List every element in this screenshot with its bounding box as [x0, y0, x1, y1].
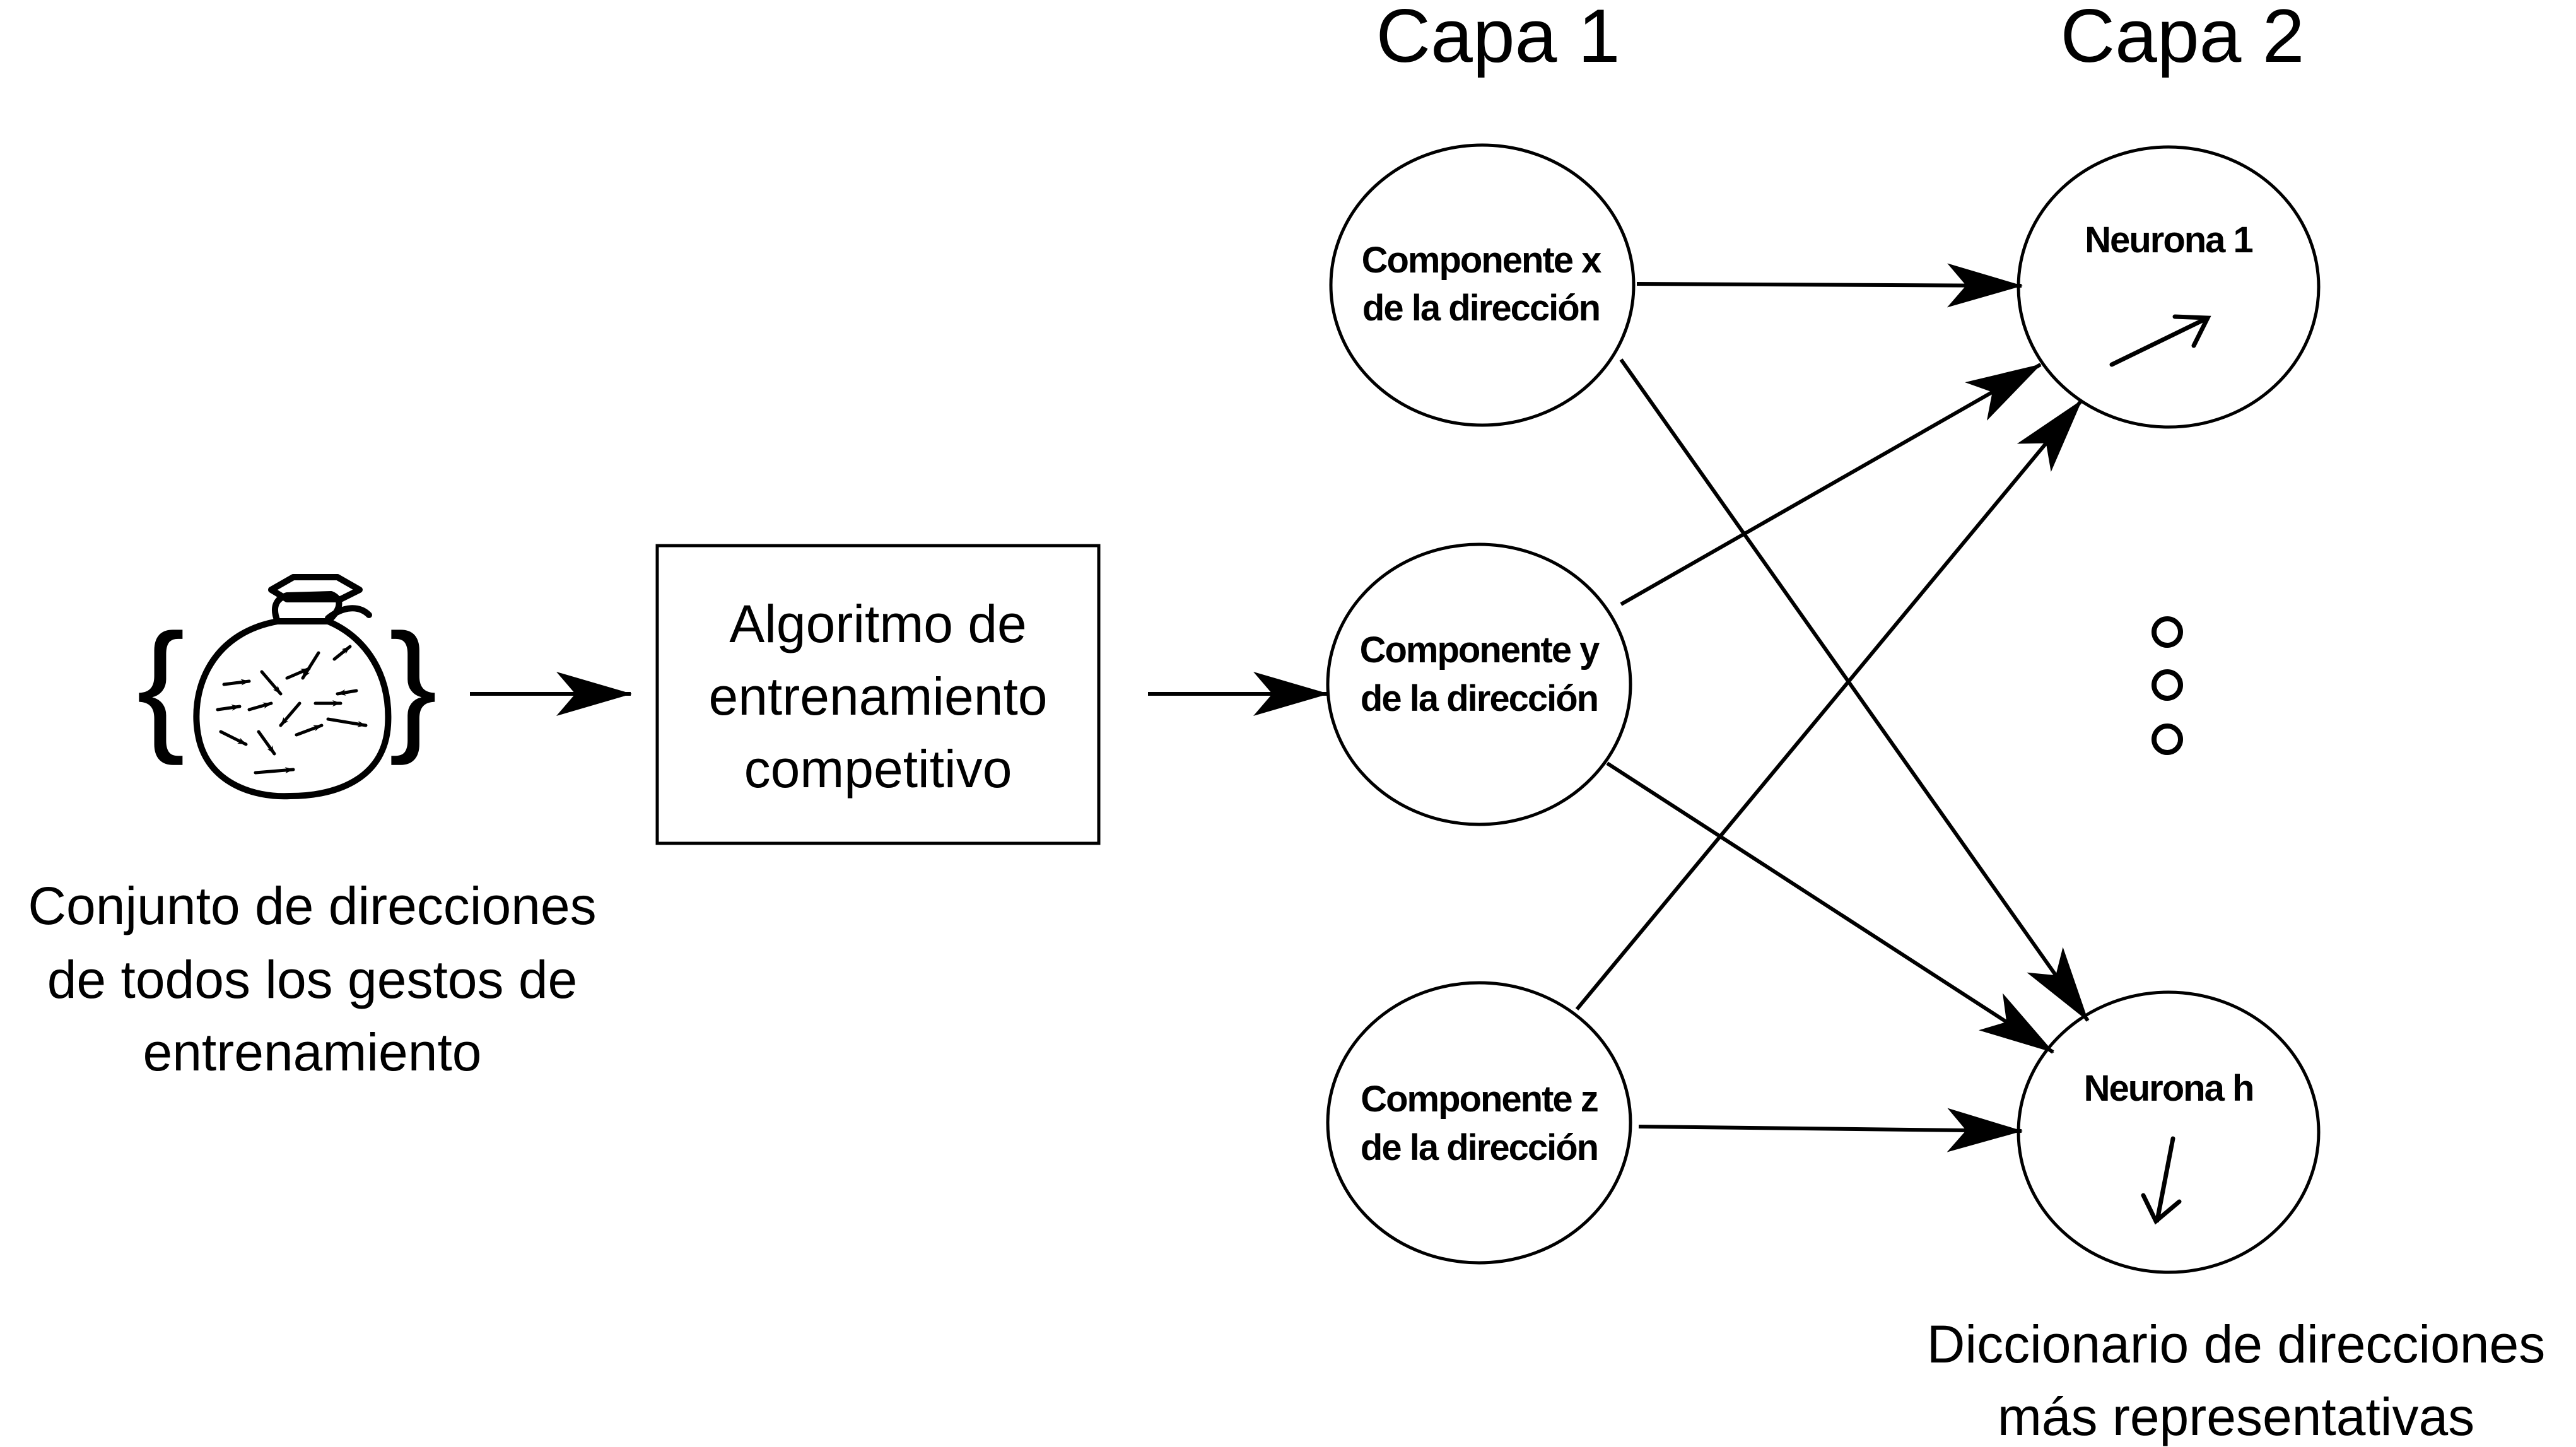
- edge-z-to-neuron-1: [1575, 399, 2083, 1011]
- neuron-1-label: Neurona 1: [2085, 220, 2252, 261]
- edge-x-to-neuron-h: [1619, 358, 2090, 1022]
- input-caption-line-3: entrenamiento: [143, 1022, 481, 1082]
- input-caption-line-2: de todos los gestos de: [47, 950, 578, 1009]
- weight-arrow-icon: [2141, 1136, 2182, 1225]
- input-node-z-line-2: de la dirección: [1361, 1127, 1598, 1168]
- edge-x-to-neuron-1: [1636, 263, 2023, 308]
- weight-arrow-icon: [2109, 314, 2211, 367]
- open-brace: {: [137, 604, 185, 766]
- dictionary-caption-line-1: Diccionario de direcciones: [1927, 1315, 2545, 1374]
- edge-z-to-neuron-h: [1638, 1108, 2023, 1152]
- close-brace: }: [389, 604, 438, 766]
- layer1-title: Capa 1: [1376, 0, 1620, 78]
- algorithm-label-line-2: entrenamiento: [708, 667, 1047, 726]
- input-node-x: Componente x de la dirección: [1329, 143, 1636, 427]
- input-node-y-line-2: de la dirección: [1361, 678, 1598, 719]
- sack-of-arrows-icon: [193, 574, 392, 800]
- input-node-x-line-2: de la dirección: [1362, 288, 1600, 329]
- edge-y-to-neuron-h: [1606, 761, 2054, 1054]
- input-node-y: Componente y de la dirección: [1326, 542, 1632, 826]
- input-node-x-line-1: Componente x: [1362, 240, 1602, 281]
- edge-y-to-neuron-1: [1620, 363, 2042, 606]
- input-node-y-line-1: Componente y: [1360, 630, 1600, 671]
- neuron-h-label: Neurona h: [2084, 1068, 2254, 1109]
- algorithm-label-line-1: Algoritmo de: [729, 594, 1027, 653]
- neuron-1: Neurona 1: [2017, 145, 2321, 429]
- algorithm-label-line-3: competitivo: [744, 739, 1012, 799]
- algorithm-box: [655, 544, 1101, 845]
- input-node-z: Componente z de la dirección: [1326, 981, 1632, 1265]
- neuron-h: Neurona h: [2017, 990, 2321, 1274]
- ellipsis-dots: [2152, 616, 2183, 755]
- input-caption-line-1: Conjunto de direcciones: [28, 876, 596, 935]
- input-node-z-line-1: Componente z: [1361, 1079, 1598, 1120]
- dictionary-caption-line-2: más representativas: [1998, 1387, 2474, 1446]
- layer2-title: Capa 2: [2061, 0, 2305, 78]
